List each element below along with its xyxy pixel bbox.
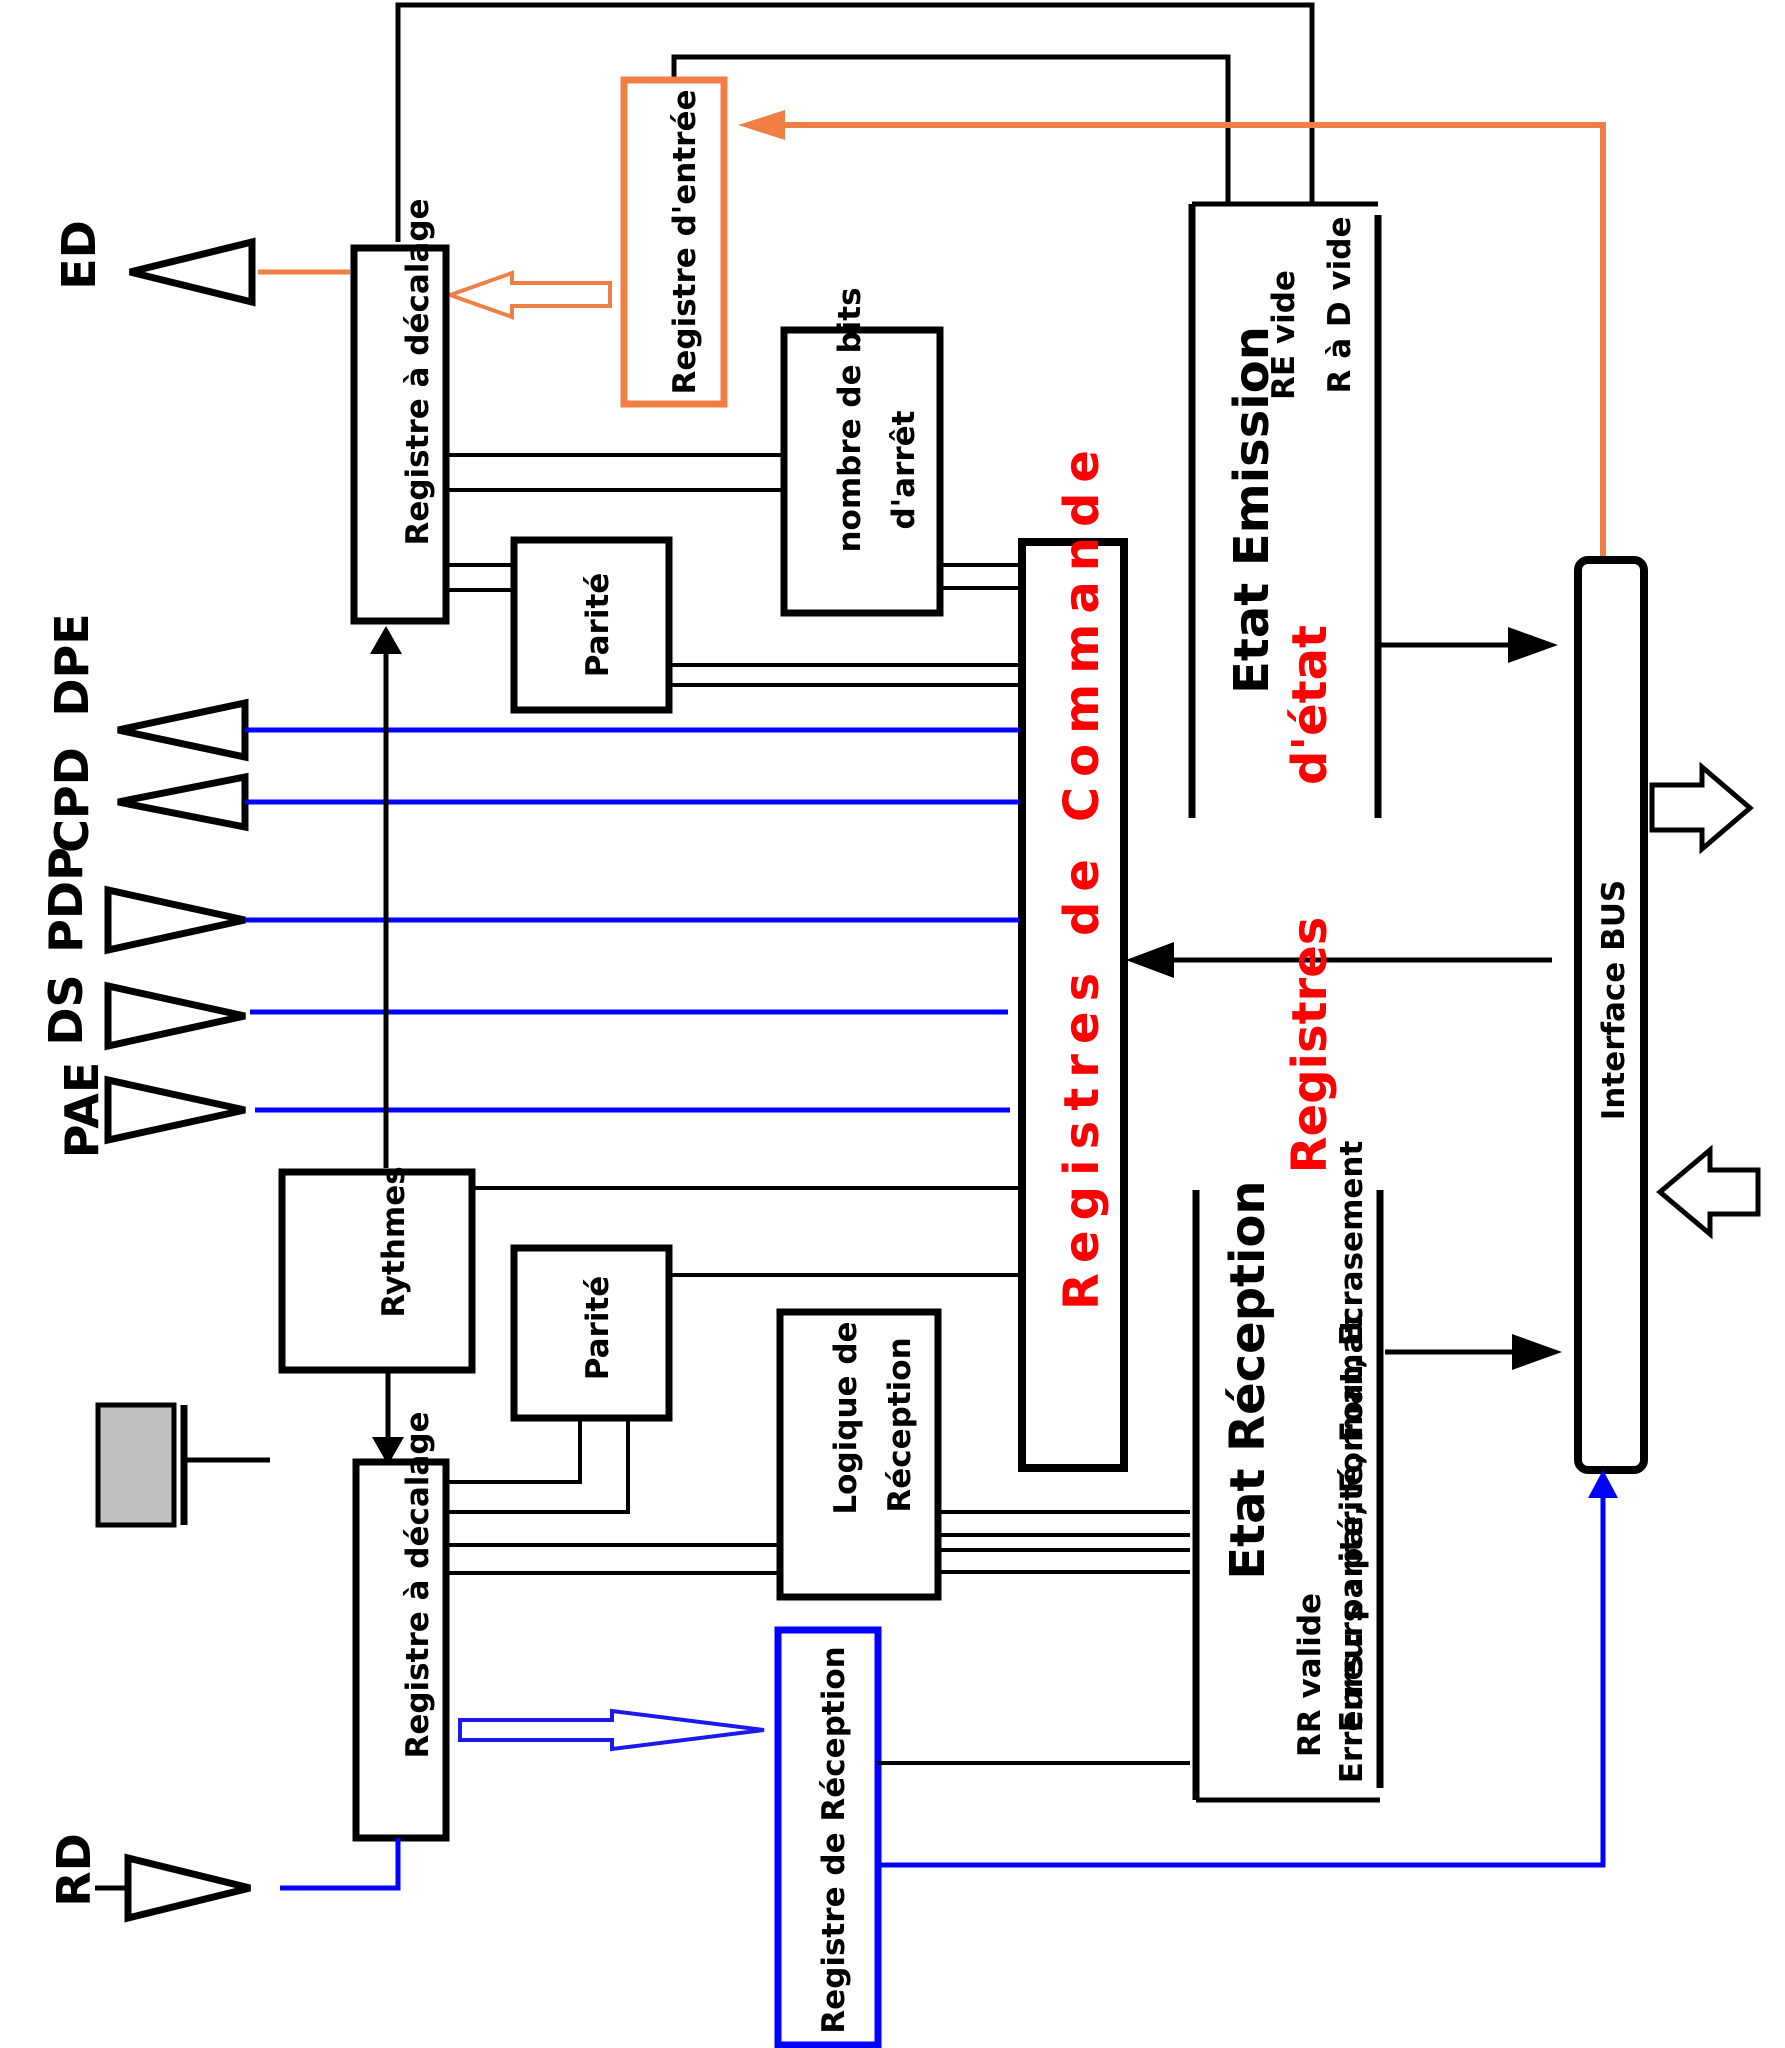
cpd-buffer-triangle bbox=[117, 772, 249, 832]
state-registers-word1: Registres bbox=[1282, 917, 1338, 1174]
rhythms-label: Rythmes bbox=[376, 1166, 412, 1317]
reception-flag-rr-valide: RR valide bbox=[1292, 1593, 1328, 1757]
arrowhead-command bbox=[1126, 942, 1174, 978]
signal-ds: DS bbox=[39, 974, 93, 1045]
command-registers-box bbox=[1018, 538, 1128, 1472]
shift-register-tx-box bbox=[350, 244, 450, 625]
signal-cpd: CPD bbox=[45, 747, 99, 853]
signal-rd: RD bbox=[47, 1833, 101, 1907]
stop-bits-line1: nombre de bits bbox=[832, 287, 868, 552]
parity-tx-label: Parité bbox=[580, 573, 616, 678]
arrowhead-rhythms-rx bbox=[372, 1437, 404, 1465]
gray-block bbox=[95, 1402, 177, 1528]
parity-rx-label: Parité bbox=[580, 1276, 616, 1381]
signal-pae: PAE bbox=[55, 1062, 109, 1159]
bus-port-in-arrow[interactable] bbox=[1656, 1144, 1761, 1240]
wire-bus-to-input-register bbox=[775, 122, 1606, 558]
arrowhead-rhythms-tx bbox=[370, 626, 402, 654]
rd-buffer-triangle bbox=[124, 1853, 251, 1923]
pae-buffer-triangle bbox=[104, 1075, 246, 1145]
reception-register-box bbox=[774, 1626, 882, 2048]
state-registers-word2: d'état bbox=[1282, 625, 1338, 785]
wire-reception-reg-bus bbox=[878, 1496, 1606, 1868]
emission-flag-rad-vide: R à D vide bbox=[1322, 217, 1358, 394]
input-register-box bbox=[620, 76, 728, 408]
ds-buffer-triangle bbox=[104, 981, 246, 1051]
arrowhead-reception-bus bbox=[1512, 1334, 1562, 1370]
command-registers-label: Registres de Commande bbox=[1054, 450, 1110, 1310]
wire-rd-to-shift bbox=[280, 1838, 401, 1891]
signal-dpe: DPE bbox=[45, 613, 99, 716]
shift-register-rx-label: Registre à décalage bbox=[400, 1411, 436, 1758]
interface-bus-label: Interface BUS bbox=[1596, 880, 1632, 1120]
parity-rx-box bbox=[510, 1244, 673, 1422]
bus-port-out-arrow[interactable] bbox=[1649, 761, 1754, 855]
rhythms-box bbox=[278, 1168, 476, 1374]
shift-register-rx-box bbox=[352, 1458, 450, 1842]
arrowhead-input-register bbox=[738, 110, 785, 140]
reception-logic-line2: Réception bbox=[882, 1337, 918, 1512]
wire-parity-rx-shift-2 bbox=[446, 1418, 630, 1514]
reception-flag-errors-format: Erreurs : parité, Format bbox=[1334, 1318, 1370, 1733]
emission-flag-re-vide: RE vide bbox=[1266, 270, 1302, 400]
pdp-buffer-triangle bbox=[104, 885, 246, 955]
reception-logic-line1: Logique de bbox=[828, 1321, 864, 1514]
arrow-shift-to-reception bbox=[458, 1708, 765, 1752]
arrowhead-reception-reg-bus bbox=[1588, 1470, 1618, 1498]
stop-bits-line2: d'arrêt bbox=[886, 410, 922, 529]
stop-bits-box bbox=[780, 326, 944, 617]
signal-ed: ED bbox=[52, 220, 106, 290]
shift-register-tx-label: Registre à décalage bbox=[400, 198, 436, 545]
input-register-label: Registre d'entrée bbox=[667, 89, 703, 394]
signal-pdp: PDP bbox=[39, 847, 93, 953]
wire-parity-rx-shift-1 bbox=[446, 1418, 582, 1484]
reception-register-label: Registre de Réception bbox=[816, 1646, 852, 2033]
wire-top-outer bbox=[395, 2, 1315, 242]
reception-flag-errors-ecrasement: Erreurs : parité, Format, Ecrasement bbox=[1334, 1141, 1370, 1784]
wire-top-inner bbox=[671, 54, 1231, 205]
reception-logic-box bbox=[776, 1308, 942, 1601]
ed-buffer-triangle bbox=[129, 237, 256, 307]
dpe-buffer-triangle bbox=[117, 698, 249, 762]
arrow-input-to-shift bbox=[444, 270, 612, 320]
interface-bus-box bbox=[1574, 556, 1648, 1474]
reception-state-label: Etat Réception bbox=[1220, 1180, 1276, 1579]
emission-state-label: Etat Emission bbox=[1224, 326, 1280, 694]
arrowhead-emission-bus bbox=[1508, 627, 1558, 663]
parity-tx-box bbox=[510, 536, 673, 714]
